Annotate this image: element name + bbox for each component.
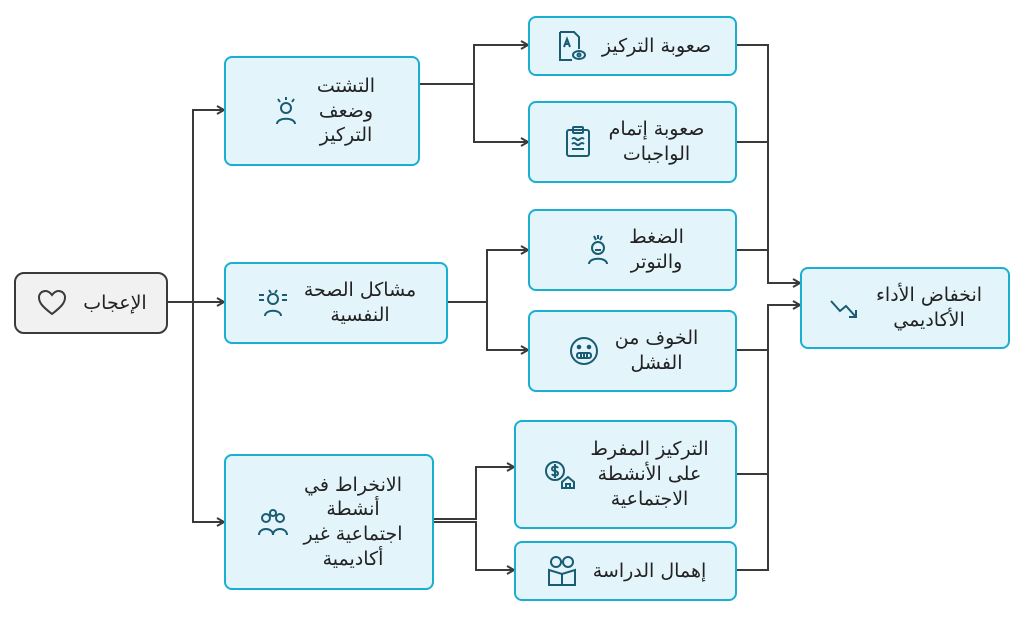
connector-cause-3-effect-6 [434,521,514,570]
connector-cause-3-effect-5 [434,467,514,520]
effect-node-social-focus[interactable]: التركيز المفرط على الأنشطة الاجتماعية [514,420,737,529]
connector-effect-1-outcome [737,44,800,283]
effect-label: التركيز المفرط على الأنشطة الاجتماعية [590,438,709,510]
effect-label: الضغط والتوتر [629,226,684,273]
effect-label: إهمال الدراسة [592,559,707,582]
connector-cause-2-effect-4 [486,302,528,350]
cause-label: مشاكل الصحة النفسية [303,279,417,326]
connector-root-cause-1 [168,110,224,303]
connector-cause-1-effect-1 [420,45,528,85]
root-label: الإعجاب [83,291,147,314]
group-people-icon [256,505,290,539]
person-alert-icon [269,94,303,128]
cause-node-distraction[interactable]: التشتت وضعف التركيز [224,56,420,166]
outcome-label: انخفاض الأداء الأكاديمي [875,284,983,331]
document-view-icon [554,29,588,63]
cause-label: الانخراط في أنشطة اجتماعية غير أكاديمية [303,473,403,570]
connector-effect-6-outcome [737,305,769,571]
trend-down-icon [828,291,862,325]
root-node[interactable]: الإعجاب [14,272,168,334]
cause-node-social-activities[interactable]: الانخراط في أنشطة اجتماعية غير أكاديمية [224,454,434,590]
outcome-node[interactable]: انخفاض الأداء الأكاديمي [800,267,1010,349]
effect-node-concentration[interactable]: صعوبة التركيز [528,16,737,76]
effect-label: صعوبة التركيز [601,34,712,57]
effect-node-fear-of-failure[interactable]: الخوف من الفشل [528,310,737,392]
effect-label: الخوف من الفشل [614,327,699,374]
effect-node-neglect-study[interactable]: إهمال الدراسة [514,541,737,601]
anxious-face-icon [567,334,601,368]
connector-root-cause-3 [192,302,224,522]
effect-label: صعوبة إتمام الواجبات [608,118,705,165]
person-stress-icon [256,286,290,320]
money-house-icon [542,458,576,492]
effect-node-stress[interactable]: الضغط والتوتر [528,209,737,291]
connector-cause-1-effect-2 [473,84,528,142]
connector-cause-2-effect-3 [448,250,528,303]
clipboard-icon [561,125,595,159]
effect-node-homework[interactable]: صعوبة إتمام الواجبات [528,101,737,183]
cause-node-mental-health[interactable]: مشاكل الصحة النفسية [224,262,448,344]
reading-glasses-icon [545,554,579,588]
heart-icon [35,286,69,320]
cause-label: التشتت وضعف التركيز [316,74,376,147]
stressed-person-icon [581,233,615,267]
